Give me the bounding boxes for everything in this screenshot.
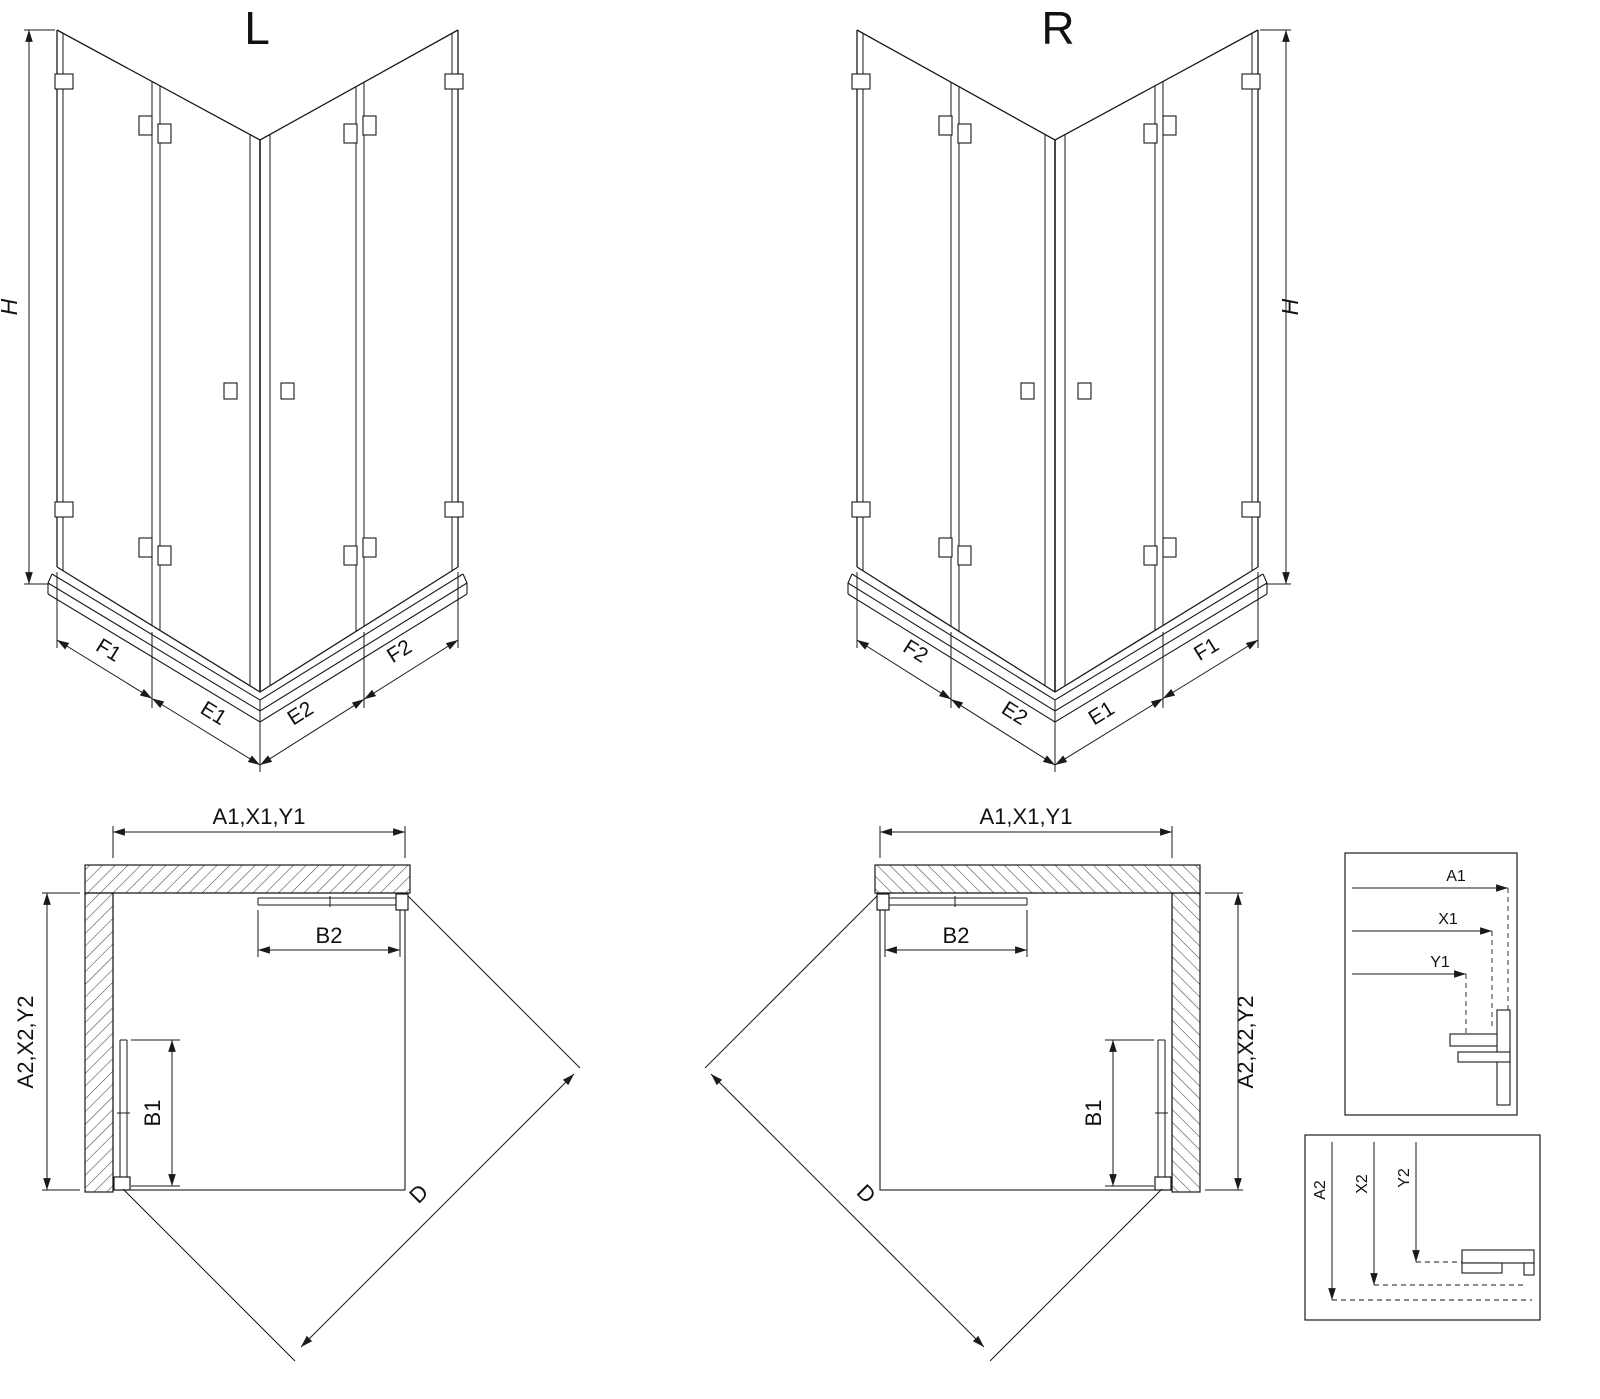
detail-y2-label: Y2 [1396,1168,1413,1188]
iso-left-f2-label: F2 [383,635,416,668]
plan-right-width-label: A1,X1,Y1 [980,804,1073,829]
plan-left-b1-label: B1 [140,1100,165,1127]
iso-right-drawing: R H F2 E2 E1 F1 [848,2,1303,772]
iso-left-e2-label: E2 [284,697,318,730]
iso-right-e1-label: E1 [1085,697,1119,730]
plan-left-depth-label: A2,X2,Y2 [13,996,38,1089]
plan-left-b2-label: B2 [316,923,343,948]
iso-left-h-label: H [0,298,22,315]
sill-profile-section [1461,1249,1535,1276]
iso-right-title: R [1041,2,1074,54]
detail-a1-label: A1 [1446,868,1466,885]
plan-left-diagonal-label: D [404,1179,433,1208]
iso-left-e1-label: E1 [196,697,230,730]
wall-profile-section [1449,1009,1511,1106]
plan-right-diagonal-label: D [852,1179,881,1208]
iso-left-title: L [244,2,270,54]
iso-right-h-label: H [1277,298,1303,315]
iso-right-e2-label: E2 [997,697,1031,730]
detail-x1-label: X1 [1438,911,1458,928]
detail-top-box: A1 X1 Y1 [1344,852,1518,1116]
detail-x2-label: X2 [1354,1174,1371,1194]
plan-right-linework [705,826,1243,1361]
iso-right-f2-label: F2 [899,635,932,668]
plan-right-b1-label: B1 [1081,1100,1106,1127]
plan-right-drawing: A1,X1,Y1 B2 A2,X2,Y2 B1 D [705,804,1258,1361]
detail-a2-label: A2 [1312,1180,1329,1200]
plan-right-b2-label: B2 [943,923,970,948]
plan-right-depth-label: A2,X2,Y2 [1233,996,1258,1089]
detail-y1-label: Y1 [1430,954,1450,971]
iso-right-f1-label: F1 [1190,633,1223,665]
plan-left-width-label: A1,X1,Y1 [213,804,306,829]
detail-bottom-box: A2 X2 Y2 [1304,1134,1541,1321]
plan-left-linework [42,826,580,1361]
plan-left-drawing: A1,X1,Y1 B2 A2,X2,Y2 B1 D [13,804,580,1361]
iso-left-drawing: L H F1 E1 E2 F2 [0,2,467,772]
iso-left-f1-label: F1 [92,634,125,666]
